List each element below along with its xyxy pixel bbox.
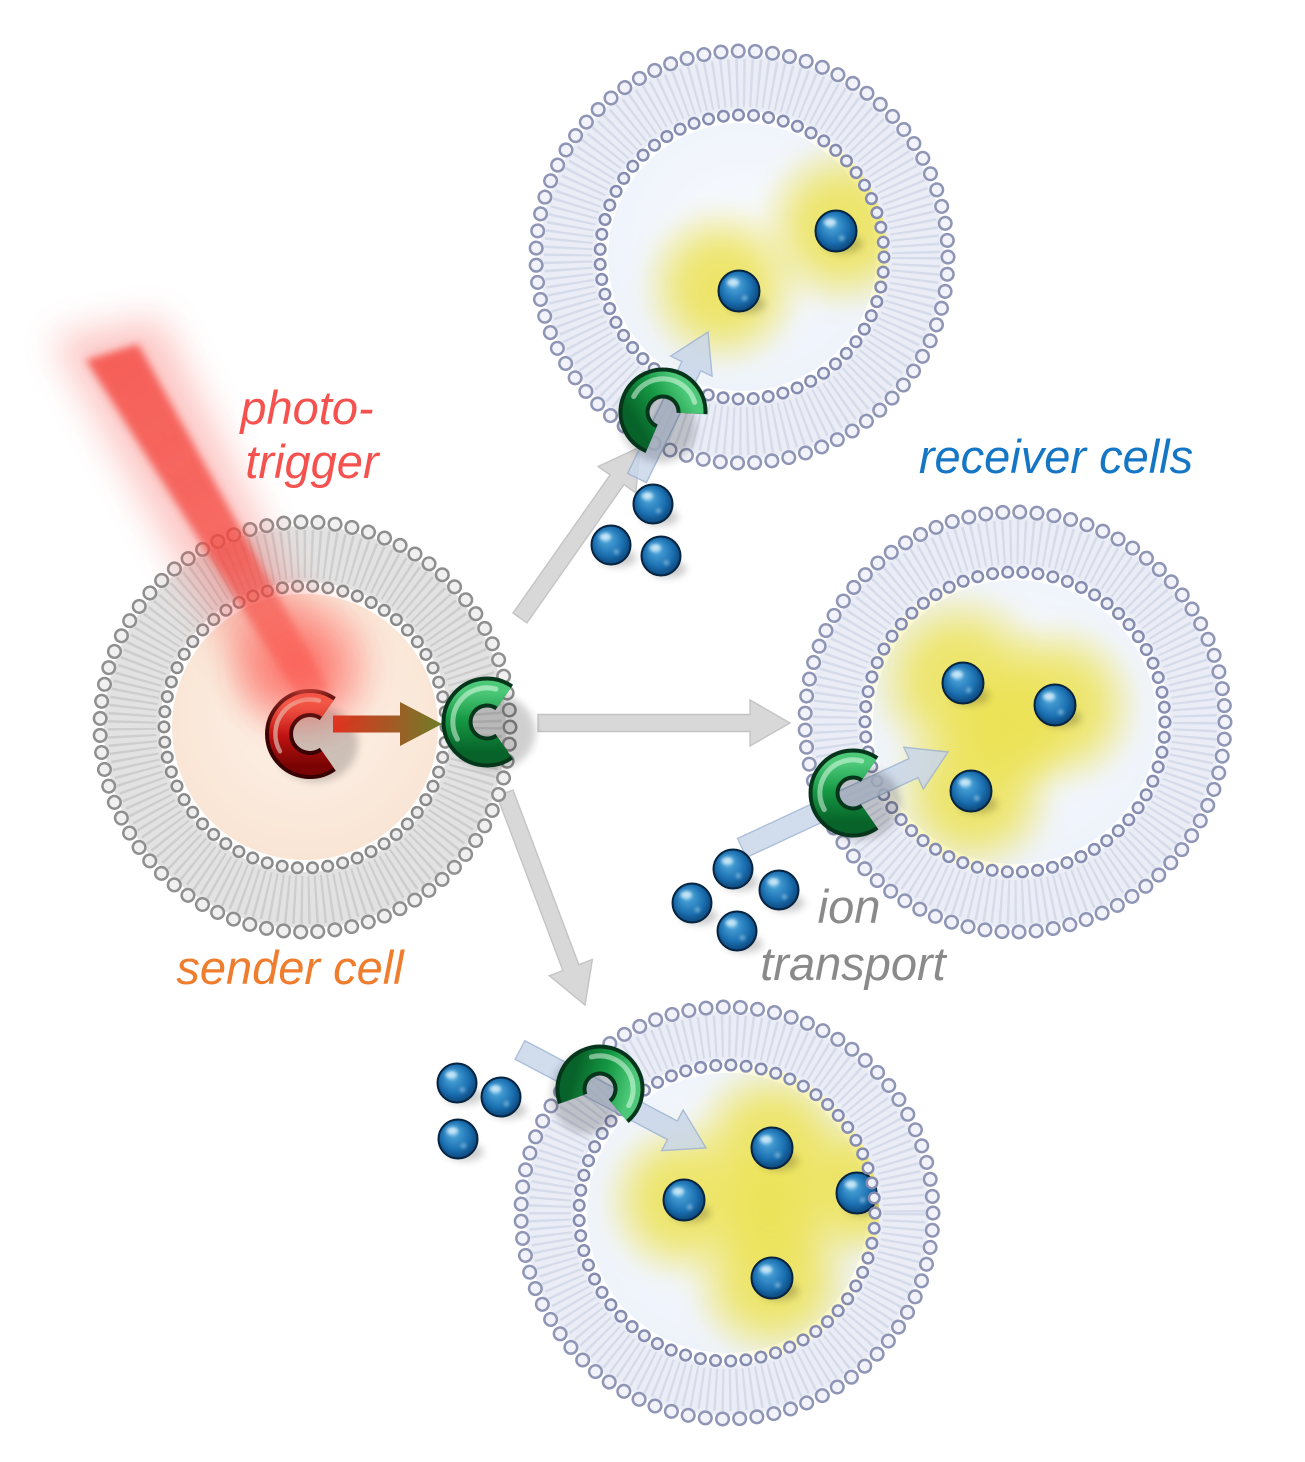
ion-sphere: [632, 483, 679, 526]
ion-highlight: [759, 1265, 772, 1274]
channel-body: [445, 680, 511, 764]
lipid-tails: [813, 520, 1217, 924]
receiver-bottom-transport: [436, 1039, 708, 1161]
ion-highlight: [725, 919, 738, 927]
ion-sphere: [949, 769, 998, 814]
channel-body: [559, 1048, 641, 1120]
membrane-bead-ring-highlight: [516, 1002, 938, 1424]
ion-highlight: [445, 1071, 457, 1079]
ion-transport-label-line2: transport: [760, 937, 947, 990]
transfer-arrow-to-bottom: [496, 789, 594, 1007]
ion-sphere: [662, 1178, 711, 1223]
sender-cell-label: sender cell: [176, 941, 405, 994]
channel-gloss: [817, 757, 865, 813]
ion-sphere: [750, 1256, 799, 1301]
ion-sphere: [717, 269, 766, 314]
membrane-bead-ring-highlight: [531, 46, 953, 468]
ion-highlight: [721, 857, 734, 865]
ion-highlight: [641, 492, 654, 500]
membrane-bead-ring-highlight: [596, 111, 888, 403]
ion-highlight: [671, 1187, 684, 1196]
membrane-bead-ring-highlight: [575, 1061, 879, 1365]
ion-highlight: [726, 278, 739, 287]
receiver-cells-label: receiver cells: [919, 430, 1193, 483]
ion-highlight: [489, 1085, 501, 1093]
receiver-cell-bottom: [513, 999, 941, 1427]
ion-highlight: [1042, 692, 1055, 701]
ion-highlight: [950, 670, 963, 679]
green-open-channel-top: [618, 367, 708, 463]
ion-sphere: [716, 910, 763, 953]
ion-sphere: [671, 882, 718, 925]
ion-highlight: [680, 891, 693, 899]
laser-beam: [52, 318, 378, 740]
ion-sphere: [640, 535, 687, 578]
channel-gloss: [588, 1053, 636, 1109]
ion-transport-label-line1: ion: [818, 880, 881, 933]
ion-highlight: [958, 778, 971, 787]
ion-sphere: [750, 1126, 799, 1171]
ion-highlight: [649, 544, 662, 552]
green-open-channel-sender: [441, 676, 536, 771]
photo-trigger-label-line1: photo-: [238, 381, 373, 434]
ion-sphere: [590, 524, 637, 567]
ion-sphere: [1033, 683, 1082, 728]
transfer-arrow-to-middle: [537, 698, 792, 748]
laser-beam-spread: [218, 580, 378, 740]
receiver-middle-transport: [671, 746, 950, 953]
channel-gloss: [450, 685, 499, 742]
ion-sphere: [941, 661, 990, 706]
lipid-tails: [529, 1015, 925, 1411]
green-open-channel-middle: [808, 748, 901, 841]
receiver-cell-top: [528, 43, 956, 471]
receiver-top-transport: [590, 330, 713, 578]
ion-highlight: [823, 218, 836, 227]
ion-sphere: [437, 1118, 484, 1161]
ion-sphere: [712, 848, 759, 891]
channel-body: [622, 371, 704, 450]
ion-sphere: [758, 869, 805, 912]
receiver-cell-middle: [797, 504, 1233, 940]
channel-gloss: [631, 376, 698, 405]
activation-arrow: [333, 702, 442, 746]
green-open-channel-bottom: [551, 1044, 645, 1134]
lipid-tails: [544, 59, 940, 455]
fluorescence-glow: [700, 1142, 840, 1282]
transfer-arrow-to-top: [512, 445, 641, 624]
ion-highlight: [767, 878, 780, 886]
channel-body: [812, 752, 877, 834]
photo-trigger-label-line2: trigger: [245, 435, 381, 488]
ion-sphere: [436, 1062, 483, 1105]
ion-highlight: [759, 1135, 772, 1144]
membrane-bead-ring-highlight: [861, 568, 1169, 876]
ion-highlight: [446, 1127, 458, 1135]
ion-highlight: [599, 533, 612, 541]
ion-highlight: [844, 1180, 857, 1189]
ion-sphere: [480, 1076, 527, 1119]
ion-sphere: [814, 209, 863, 254]
membrane-bead-ring-highlight: [800, 507, 1230, 937]
